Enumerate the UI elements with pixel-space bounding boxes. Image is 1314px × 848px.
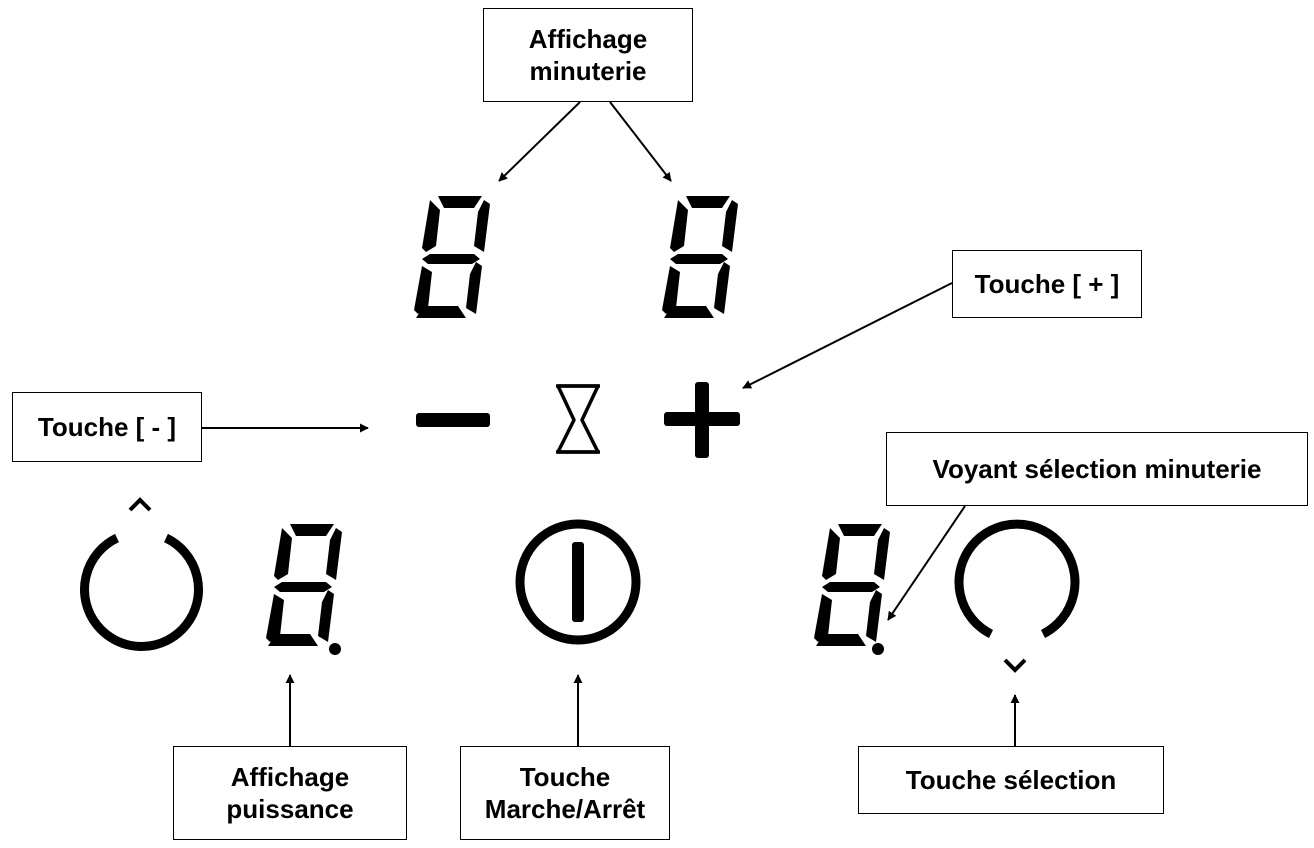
zone-selector-ring-icon[interactable]	[80, 533, 203, 651]
label-onoff-key-text: Touche Marche/Arrêt	[484, 762, 646, 824]
connector-arrows	[202, 101, 1020, 746]
label-select-key: Touche sélection	[858, 746, 1164, 814]
power-digit	[266, 524, 342, 646]
label-select-key-text: Touche sélection	[905, 765, 1117, 795]
chevron-up-icon	[128, 497, 152, 512]
zone-selector-ring-icon[interactable]	[954, 519, 1080, 639]
label-plus-key-text: Touche [ + ]	[974, 269, 1120, 299]
label-timer-display: Affichage minuterie	[483, 8, 693, 102]
timer-selection-led	[872, 643, 884, 655]
label-power-display-text: Affichage puissance	[226, 762, 354, 824]
label-power-display: Affichage puissance	[173, 746, 407, 840]
chevron-down-icon	[1003, 658, 1027, 673]
hourglass-icon[interactable]	[556, 384, 600, 454]
timer-digit-right	[662, 196, 738, 318]
label-minus-key-text: Touche [ - ]	[37, 412, 177, 442]
power-icon[interactable]	[515, 519, 641, 645]
label-timer-display-text: Affichage minuterie	[528, 24, 648, 86]
minus-icon[interactable]	[416, 413, 490, 427]
plus-icon[interactable]	[664, 382, 740, 458]
label-timer-led-text: Voyant sélection minuterie	[932, 454, 1262, 484]
timer-digit-left	[414, 196, 490, 318]
power-decimal-point	[329, 643, 341, 655]
label-plus-key: Touche [ + ]	[952, 250, 1142, 318]
label-minus-key: Touche [ - ]	[12, 392, 202, 462]
label-onoff-key: Touche Marche/Arrêt	[460, 746, 670, 840]
zone-digit	[814, 524, 890, 646]
label-timer-led: Voyant sélection minuterie	[886, 432, 1308, 506]
